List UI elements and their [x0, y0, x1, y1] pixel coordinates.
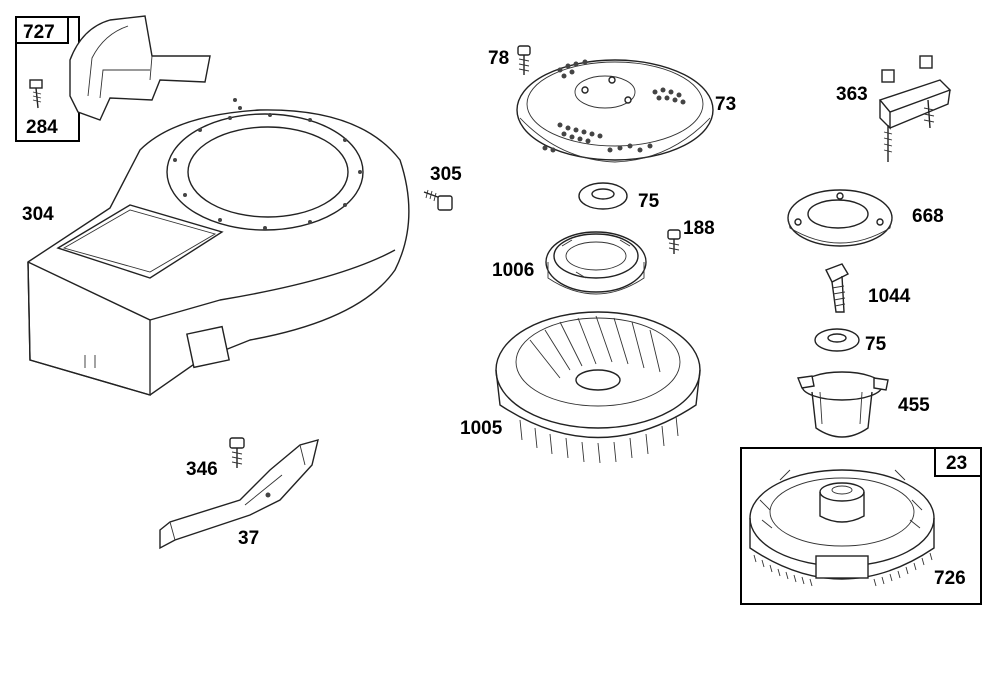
kit-box-23	[740, 447, 982, 605]
part-label-284: 284	[26, 117, 58, 138]
part-label-188: 188	[683, 218, 715, 239]
screw-188-drawing	[667, 229, 681, 254]
screw-78-drawing	[517, 45, 531, 75]
part-label-668: 668	[912, 206, 944, 227]
nut-1044-drawing	[825, 263, 849, 313]
part-label-37: 37	[238, 528, 259, 549]
screw-305-drawing	[423, 189, 453, 211]
part-label-78: 78	[488, 48, 509, 69]
part-label-23: 23	[946, 453, 967, 474]
flywheel-726-drawing	[749, 469, 935, 587]
washer-75-upper-drawing	[578, 182, 628, 210]
kit-box-23-tab	[934, 447, 982, 477]
screw-284-drawing	[29, 79, 43, 109]
cup-455-drawing	[797, 371, 889, 438]
part-label-75-lower: 75	[865, 334, 887, 355]
starter-cup-1006-drawing	[545, 231, 647, 295]
washer-75-lower-drawing	[814, 328, 860, 352]
part-label-305: 305	[430, 164, 462, 185]
screw-346-drawing	[229, 437, 245, 468]
bracket-727-drawing	[69, 15, 211, 121]
flywheel-1005-drawing	[495, 311, 701, 464]
part-label-1006: 1006	[492, 260, 534, 281]
blower-housing-304-drawing	[27, 98, 410, 396]
baffle-37-drawing	[159, 439, 319, 550]
part-label-1005: 1005	[460, 418, 503, 439]
part-label-727: 727	[23, 22, 55, 43]
part-label-455: 455	[898, 395, 930, 416]
part-label-75-upper: 75	[638, 191, 660, 212]
part-label-73: 73	[715, 94, 736, 115]
grille-73-drawing	[516, 59, 714, 163]
part-label-726: 726	[934, 568, 966, 589]
plate-668-drawing	[787, 189, 893, 247]
kit-box-727-tab	[15, 16, 69, 44]
part-label-1044: 1044	[868, 286, 911, 307]
part-label-363: 363	[836, 84, 868, 105]
part-label-304: 304	[22, 204, 54, 225]
part-label-346: 346	[186, 459, 218, 480]
bracket-363-drawing	[878, 55, 952, 162]
